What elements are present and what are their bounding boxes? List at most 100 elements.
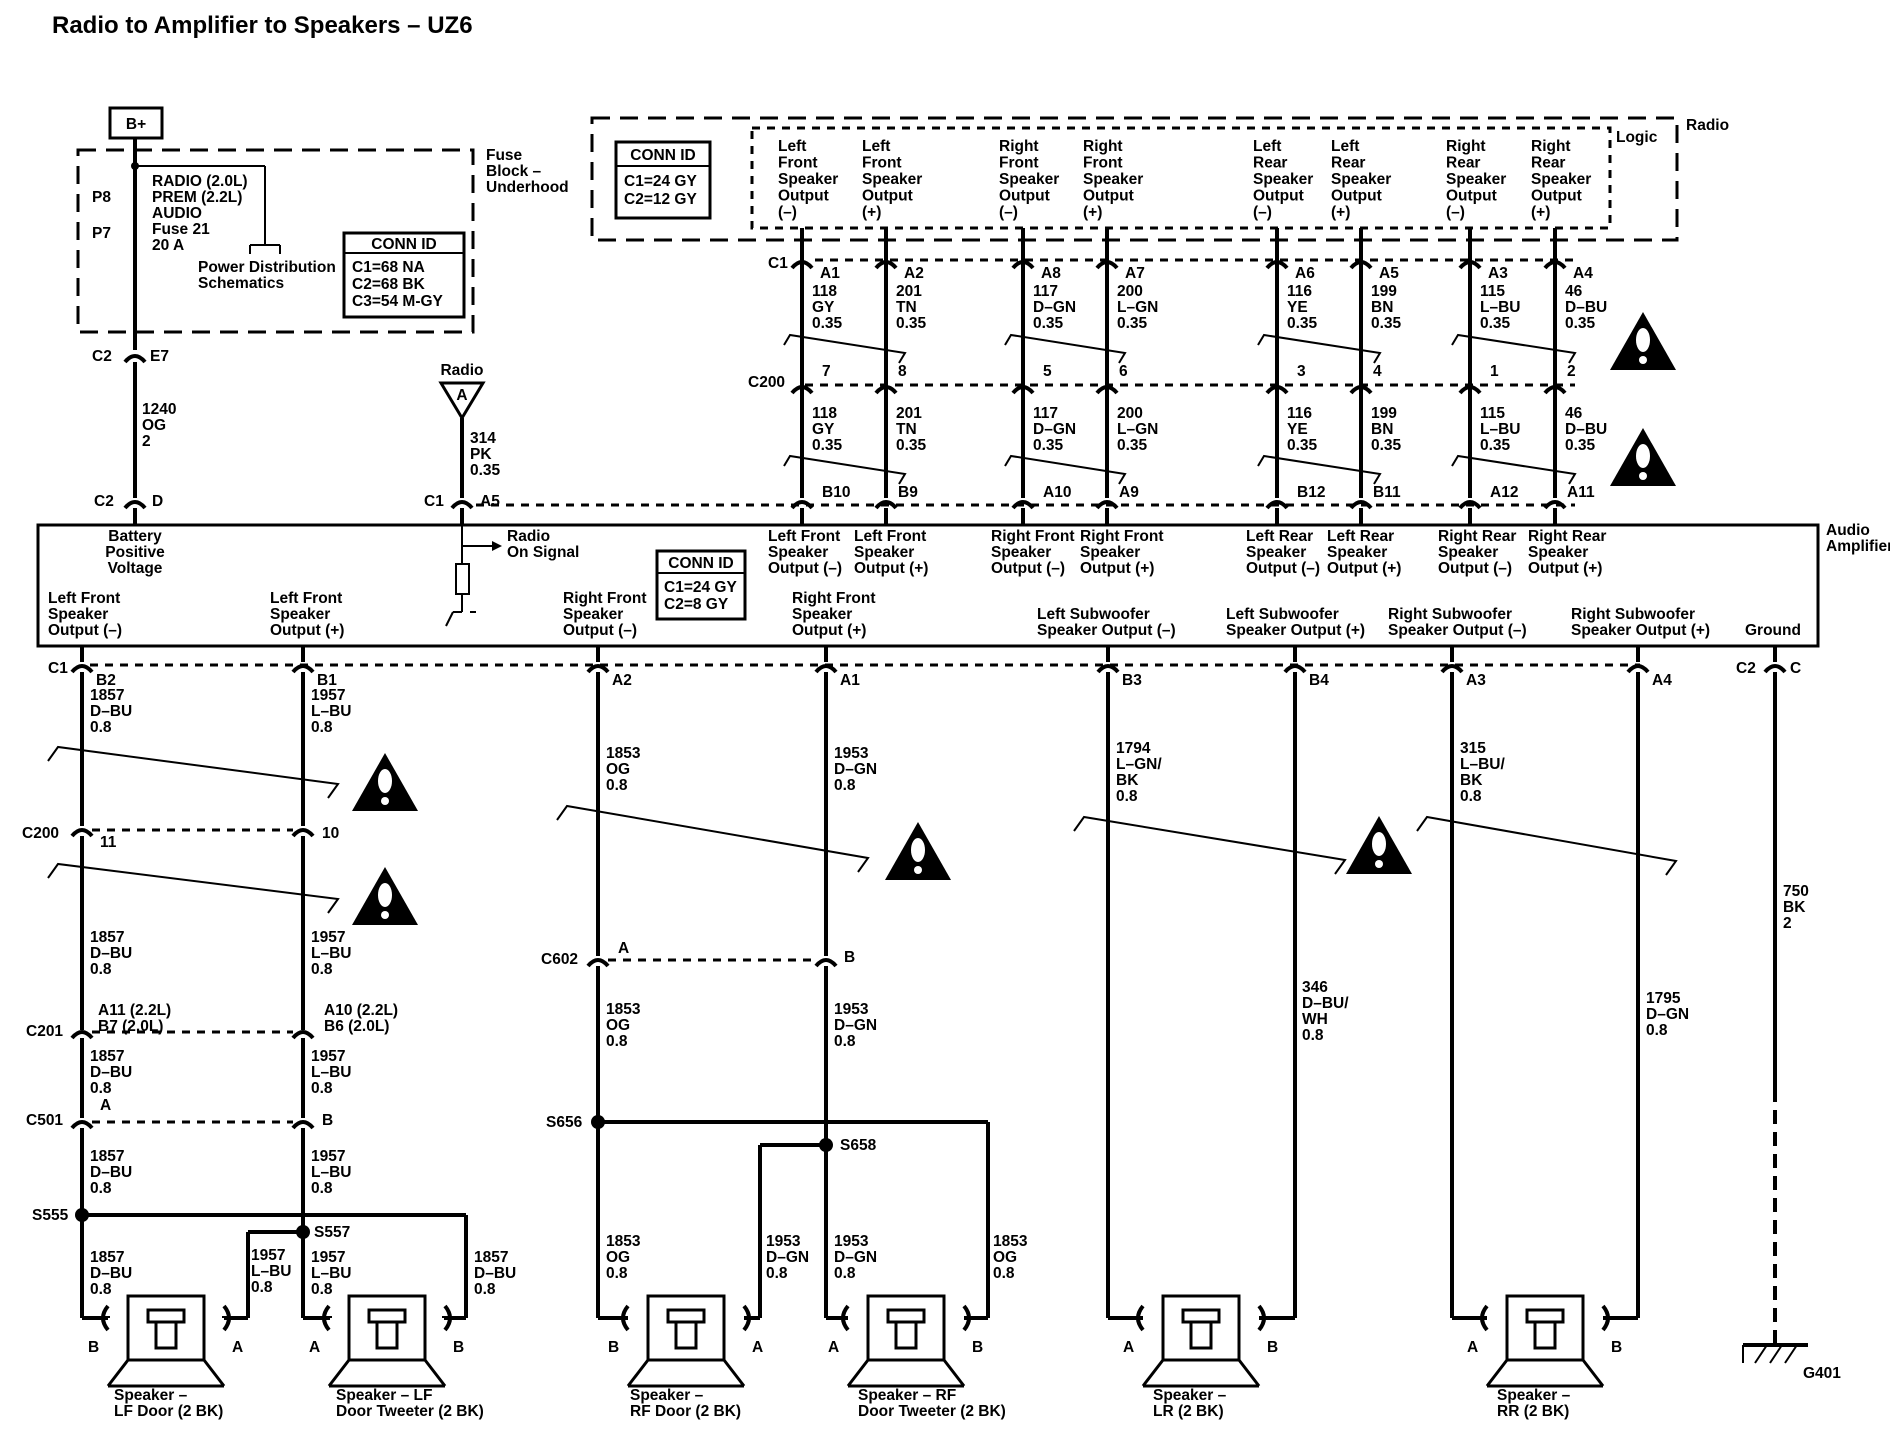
- radio-c1-pin-socket: [1458, 260, 1482, 270]
- radio-wire-bottom-label: 0.35: [812, 437, 843, 454]
- amp-top-output-label: Left Front: [854, 528, 926, 545]
- radio-module: Radio Logic CONN ID C1=24 GY C2=12 GY Le…: [590, 116, 1729, 525]
- amp-bottom-output-label: Speaker Output (+): [1226, 622, 1365, 639]
- radio-wire-top-label: YE: [1287, 299, 1308, 316]
- amp-bottom-output-label: Output (–): [48, 622, 122, 639]
- amp-bottom-pin-socket: [70, 664, 94, 674]
- lf-w6-2: L–BU: [311, 1064, 351, 1081]
- speaker-label-1: Speaker –: [1153, 1387, 1227, 1404]
- amp-top-output-label: Right Front: [1080, 528, 1164, 545]
- audio-amplifier: Audio Amplifier Battery Positive Voltage…: [36, 522, 1890, 689]
- rf-w3-3: 0.8: [606, 1033, 628, 1050]
- radio-c200-pin-socket: [1458, 385, 1482, 395]
- radio-conn-id-box: [614, 140, 712, 220]
- radio-c200-pin: 6: [1119, 363, 1128, 380]
- amp-bottom-output-label: Output (–): [563, 622, 637, 639]
- radio-c200-pin-socket: [1095, 385, 1119, 395]
- radio-wire-bottom-label: 117: [1033, 405, 1058, 422]
- radio-wire-bottom-label: L–GN: [1117, 421, 1158, 438]
- lf-w8-1: 1957: [311, 1148, 345, 1165]
- pds-line-2: Schematics: [198, 275, 284, 292]
- lf-w10-2: L–BU: [251, 1263, 291, 1280]
- radio-wire-bottom-label: 201: [896, 405, 922, 422]
- radio-wire-bottom-label: 0.35: [1565, 437, 1596, 454]
- amp-bottom-pin-socket: [1283, 664, 1307, 674]
- fuse-out-conn: C2: [92, 348, 112, 365]
- amp-top-output-label: Speaker: [854, 544, 914, 561]
- splice-s555: [75, 1208, 89, 1222]
- amp-bottom-pin-socket: [291, 664, 315, 674]
- radio-output-label: (+): [1331, 204, 1350, 221]
- rr-w2-3: 0.8: [1646, 1022, 1668, 1039]
- amp-bottom-pin-socket: [1096, 664, 1120, 674]
- amp-bottom-output-label: Speaker Output (+): [1571, 622, 1710, 639]
- radio-output-label: Speaker: [1446, 171, 1506, 188]
- radio-wire-bottom-label: 115: [1480, 405, 1505, 422]
- radio-logic-label: Logic: [1616, 129, 1658, 146]
- radio-output-label: Output: [778, 188, 829, 205]
- radio-on-signal-source: Radio: [440, 362, 483, 379]
- rf-w5-3: 0.8: [606, 1265, 628, 1282]
- lf-w10-3: 0.8: [251, 1279, 273, 1296]
- lf-w5-1: 1857: [90, 1048, 124, 1065]
- amp-bottom-output-label: Speaker Output (–): [1037, 622, 1176, 639]
- radio-wire-bottom-label: TN: [896, 421, 917, 438]
- radio-conn-id-line-1: C1=24 GY: [624, 173, 697, 190]
- speaker-label-2: Door Tweeter (2 BK): [858, 1403, 1006, 1420]
- radio-c1-pin-socket: [1095, 260, 1119, 270]
- speaker-pin-right: B: [453, 1339, 464, 1356]
- radio-c1-pin: A4: [1573, 265, 1593, 282]
- amp-top-output-label: Speaker: [1246, 544, 1306, 561]
- radio-output-label: Front: [999, 155, 1039, 172]
- fuse-pin-p7: P7: [92, 225, 111, 242]
- fuse-out-pin: E7: [150, 348, 169, 365]
- amp-top-output-label: Left Front: [768, 528, 840, 545]
- amp-top-output-label: Speaker: [1080, 544, 1140, 561]
- radio-on-signal-wire-3: 0.35: [470, 462, 501, 479]
- rf-w2-2: D–GN: [834, 761, 877, 778]
- warning-icon: [352, 753, 418, 811]
- radio-wire-bottom-label: 0.35: [1287, 437, 1318, 454]
- ground-g401: G401: [1803, 1365, 1841, 1382]
- lf-c501-pin-b: B: [322, 1112, 333, 1129]
- amp-top-output-label: Output (–): [991, 560, 1065, 577]
- ground-conn-label: C2: [1736, 660, 1756, 677]
- radio-wire-top-label: 0.35: [1033, 315, 1064, 332]
- rf-w1-3: 0.8: [606, 777, 628, 794]
- amp-conn-id-line-1: C1=24 GY: [664, 579, 737, 596]
- lf-w5-2: D–BU: [90, 1064, 132, 1081]
- radio-output-label: Rear: [1331, 155, 1365, 172]
- rr-w1-3: BK: [1460, 772, 1483, 789]
- rf-w2-1: 1953: [834, 745, 869, 762]
- lf-w12-1: 1857: [474, 1249, 508, 1266]
- radio-wire-top-label: L–GN: [1117, 299, 1158, 316]
- radio-c1-pin: A1: [820, 265, 840, 282]
- splice-s658: [819, 1138, 833, 1152]
- radio-wire-top-label: 0.35: [812, 315, 843, 332]
- radio-output-label: Right: [1446, 138, 1486, 155]
- amp-conn-id-box: [655, 549, 747, 621]
- lf-w12-3: 0.8: [474, 1281, 496, 1298]
- amp-top-output-label: Right Rear: [1528, 528, 1606, 545]
- speaker-label-2: RR (2 BK): [1497, 1403, 1569, 1420]
- amp-bottom-output-label: Output (+): [270, 622, 344, 639]
- radio-outline: [590, 116, 1679, 242]
- radio-output-label: Output: [1446, 188, 1497, 205]
- radio-c1-pin: A5: [1379, 265, 1399, 282]
- radio-wire-top-label: GY: [812, 299, 835, 316]
- radio-wire-bottom-label: 118: [812, 405, 837, 422]
- speaker-label-2: RF Door (2 BK): [630, 1403, 741, 1420]
- speaker-label-2: LR (2 BK): [1153, 1403, 1224, 1420]
- radio-output-label: Left: [778, 138, 806, 155]
- lf-w10-1: 1957: [251, 1247, 285, 1264]
- radio-c200-pin-socket: [1011, 385, 1035, 395]
- lf-w12-2: D–BU: [474, 1265, 516, 1282]
- bplus-label: B+: [126, 116, 146, 133]
- lf-w3-1: 1857: [90, 929, 124, 946]
- radio-wire-top-label: 115: [1480, 283, 1505, 300]
- rf-w4-2: D–GN: [834, 1017, 877, 1034]
- battery-amp-label-1: Battery: [108, 528, 162, 545]
